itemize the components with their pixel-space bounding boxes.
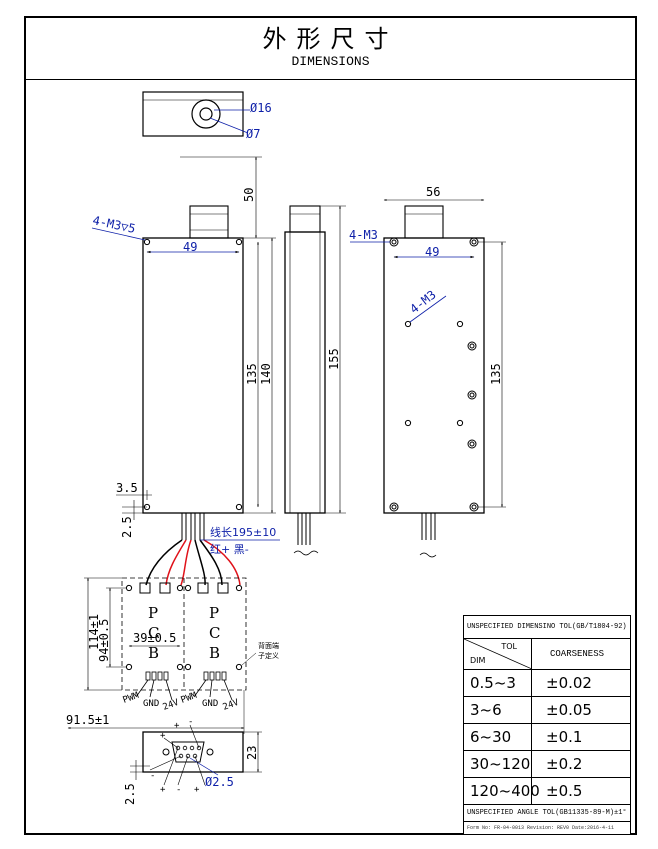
- thread-label-back: 4-M3: [349, 228, 378, 242]
- tol-cell: ±0.5: [546, 782, 583, 800]
- connector-view: 91.5±1 23 Ø2.5 2.5 + + - - + - +: [66, 690, 262, 805]
- col-tol-label: TOL: [501, 642, 517, 651]
- tolerance-row: 30~120 ±0.2: [464, 751, 630, 778]
- dim-2-5-front: 2.5: [120, 516, 134, 538]
- front-view: 50 4-M3▽5 49 135 140 3.5 2.5: [91, 156, 276, 540]
- range-cell: 30~120: [464, 751, 532, 777]
- dim-23: 23: [245, 746, 259, 760]
- pin-pwm-right: PWM: [180, 691, 199, 706]
- dim-56: 56: [426, 185, 440, 199]
- title-block: 外形尺寸 DIMENSIONS: [26, 18, 635, 80]
- title-chinese: 外形尺寸: [262, 25, 399, 53]
- dim-94: 94±0.5: [97, 619, 111, 662]
- tolerance-row: 6~30 ±0.1: [464, 724, 630, 751]
- top-view: Ø16 Ø7: [142, 91, 272, 141]
- dim-140: 140: [259, 363, 273, 385]
- tolerance-row: 120~400 ±0.5: [464, 778, 630, 805]
- outer-bore: [191, 99, 221, 129]
- dim-49-back: 49: [425, 245, 439, 259]
- tolerance-row: 0.5~3 ±0.02: [464, 670, 630, 697]
- tol-cell: ±0.1: [546, 728, 583, 746]
- pin-24v-right: 24V: [222, 698, 241, 713]
- tolerance-table-head-row: TOL DIM COARSENESS: [464, 639, 630, 670]
- pcb-view: P C B P C B 114±1 94±0.5 39±0.5 PWM GND: [84, 577, 279, 713]
- wire-harness: 线长195±10 红+ 黑-: [145, 525, 280, 586]
- pin-gnd-left: GND: [143, 699, 159, 709]
- pin-pwm-left: PWM: [122, 691, 141, 706]
- dim-135-front: 135: [245, 363, 259, 385]
- dim-39: 39±0.5: [133, 631, 176, 645]
- range-cell: 0.5~3: [464, 670, 532, 696]
- range-cell: 3~6: [464, 697, 532, 723]
- pin-gnd-right: GND: [202, 699, 218, 709]
- thread-label-front: 4-M3▽5: [91, 213, 136, 236]
- dim-135-back: 135: [489, 363, 503, 385]
- plus-sign-4: +: [194, 785, 200, 795]
- dia-7-label: Ø7: [246, 127, 260, 141]
- dia-2-5: Ø2.5: [205, 775, 234, 789]
- minus-sign-3: -: [176, 785, 181, 795]
- tol-cell: ±0.02: [546, 674, 592, 692]
- wire-length-note: 线长195±10: [210, 525, 276, 539]
- dim-91-5: 91.5±1: [66, 713, 109, 727]
- col-dim-label: DIM: [470, 656, 486, 665]
- dim-49-front: 49: [183, 240, 197, 254]
- side-view: 155: [284, 205, 346, 556]
- pcb-letter-c-left: C: [148, 624, 159, 642]
- dim-2-5-connector: 2.5: [123, 783, 137, 805]
- tol-cell: ±0.2: [546, 755, 583, 773]
- form-number-note: Form No: FR-04-0013 Revision: REV0 Date:…: [467, 825, 615, 831]
- drawing-sheet: 外形尺寸 DIMENSIONS: [24, 16, 637, 835]
- pcb-letter-b-left: B: [148, 644, 159, 662]
- angle-tolerance-note: UNSPECIFIED ANGLE TOL(GB11335-89-M)±1°: [464, 805, 630, 822]
- tol-cell: ±0.05: [546, 701, 592, 719]
- pin-24v-left: 24V: [162, 698, 181, 713]
- tolerance-table-header: UNSPECIFIED DIMENSINO TOL(GB/T1804-92): [464, 616, 630, 639]
- minus-sign-1: -: [188, 717, 193, 727]
- tolerance-table: UNSPECIFIED DIMENSINO TOL(GB/T1804-92) T…: [463, 615, 631, 835]
- wire-color-note: 红+ 黑-: [210, 543, 249, 556]
- plus-sign-3: +: [160, 785, 166, 795]
- back-view: 56 4-M3 49 4-M3 135: [349, 185, 506, 558]
- dia-16-label: Ø16: [250, 101, 272, 115]
- inner-bore: [199, 107, 213, 121]
- tolerance-row: 3~6 ±0.05: [464, 697, 630, 724]
- dim-50: 50: [242, 188, 256, 202]
- pcb-letter-c-right: C: [209, 624, 220, 642]
- thread-label-diag: 4-M3: [407, 288, 438, 317]
- title-english: DIMENSIONS: [291, 54, 370, 69]
- pcb-letter-p-right: P: [209, 604, 219, 622]
- back-terminal-note-1: 背面端: [258, 641, 279, 650]
- col-coarseness-label: COARSENESS: [550, 649, 605, 659]
- tol-dim-header-cell: TOL DIM: [464, 639, 532, 669]
- range-cell: 6~30: [464, 724, 532, 750]
- pcb-letter-b-right: B: [209, 644, 220, 662]
- minus-sign-2: -: [150, 771, 155, 781]
- range-cell: 120~400: [464, 778, 540, 804]
- dim-3-5: 3.5: [116, 481, 138, 495]
- plus-sign-1: +: [160, 731, 166, 741]
- pcb-letter-p-left: P: [148, 604, 158, 622]
- back-terminal-note-2: 子定义: [258, 651, 279, 660]
- dim-114: 114±1: [87, 614, 101, 650]
- dim-155: 155: [327, 348, 341, 370]
- plus-sign-2: +: [174, 721, 180, 731]
- diagonal-divider: [464, 639, 532, 669]
